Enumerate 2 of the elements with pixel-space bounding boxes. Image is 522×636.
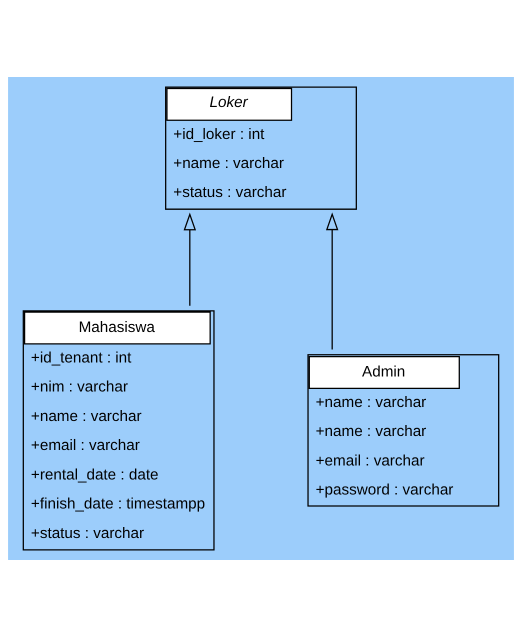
arrow [184,212,196,306]
arrow [326,212,338,349]
